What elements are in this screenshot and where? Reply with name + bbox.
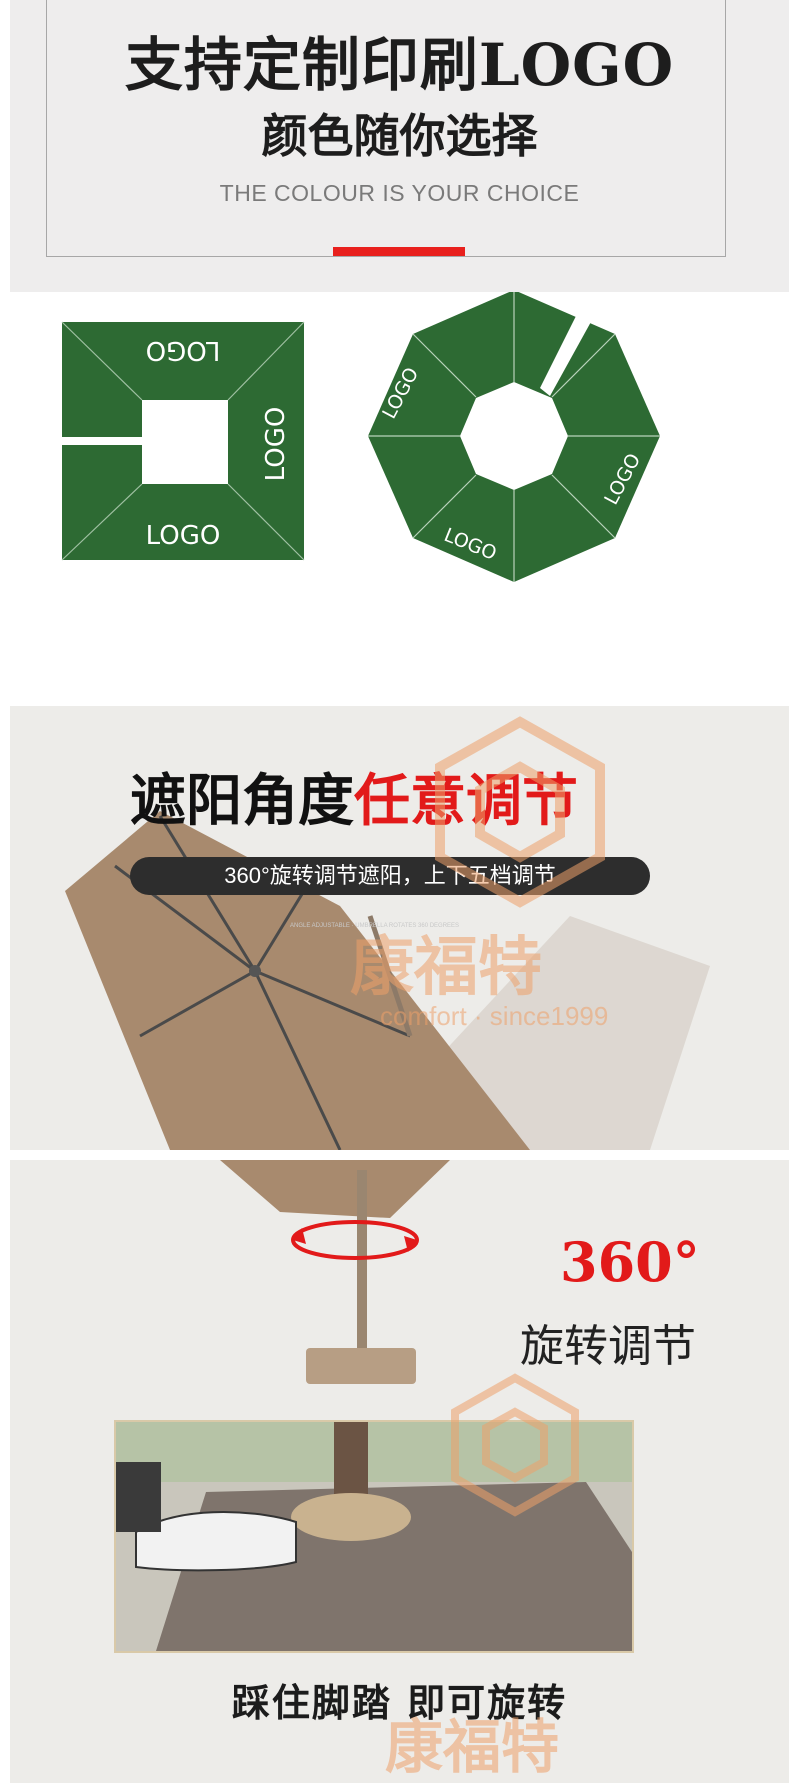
headline-part-black: 遮阳角度: [130, 768, 354, 834]
square-canopy-diagram: LOGO LOGO LOGO: [61, 321, 305, 561]
square-seam: [61, 483, 143, 561]
rotation-degrees: 360°: [560, 1230, 700, 1294]
square-logo-bottom: LOGO: [146, 521, 221, 551]
sneaker-icon: [135, 1511, 297, 1572]
octagon-canopy-hole: [460, 382, 568, 490]
watermark-slogan: comfort · since1999: [380, 1001, 609, 1031]
umbrella-pole: [357, 1170, 367, 1360]
square-canopy-hole: [142, 400, 228, 484]
angle-adjust-section: 遮阳角度任意调节 360°旋转调节遮阳，上下五档调节 ANGLE ADJUSTA…: [10, 706, 789, 1150]
headline-colour-choice: 颜色随你选择: [261, 109, 538, 163]
rotation-illustration: [220, 1160, 450, 1384]
watermark-brand: 康福特: [350, 931, 542, 1005]
square-logo-right: LOGO: [261, 407, 291, 482]
trouser: [116, 1462, 161, 1532]
umbrella-rib: [253, 880, 312, 972]
canopy-diagrams: LOGO LOGO LOGO LOGO LOGO LOGO: [61, 292, 660, 582]
headline-custom-logo: 支持定制印刷LOGO: [124, 31, 675, 99]
octagon-canopy-slit: [540, 312, 592, 396]
umbrella-hub: [249, 965, 261, 977]
header-frame: [46, 0, 726, 257]
watermark-brand-2: 康福特: [385, 1713, 560, 1781]
rotation-label: 旋转调节: [520, 1321, 696, 1372]
english-subtitle: THE COLOUR IS YOUR CHOICE: [219, 180, 580, 206]
square-canopy-slit: [62, 437, 142, 445]
logo-header-section: 支持定制印刷LOGO 颜色随你选择 THE COLOUR IS YOUR CHO…: [10, 0, 789, 292]
pedal-collar: [291, 1493, 411, 1541]
square-seam: [227, 483, 305, 561]
umbrella-illustration: [65, 811, 710, 1150]
square-seam: [61, 321, 143, 401]
umbrella-base: [306, 1348, 416, 1384]
foot-pedal-photo: [114, 1420, 634, 1653]
red-accent-bar: [333, 247, 465, 256]
octagon-seam: [412, 333, 477, 398]
angle-headline: 遮阳角度任意调节: [130, 756, 578, 837]
square-seam: [227, 321, 305, 401]
umbrella-rib: [139, 969, 256, 1038]
foot-pedal-illustration: [116, 1422, 632, 1651]
faded-umbrella-canopy: [440, 916, 710, 1150]
tiny-caption: ANGLE ADJUSTABLE · UMBRELLA ROTATES 360 …: [290, 923, 460, 929]
feature-pill: 360°旋转调节遮阳，上下五档调节: [130, 857, 650, 895]
octagon-seam: [412, 474, 477, 539]
umbrella-arm: [367, 915, 413, 1037]
octagon-seam: [551, 333, 616, 398]
rotation-section: 360° 旋转调节 踩住脚踏 即可旋转 康福特: [10, 1160, 789, 1783]
octagon-seam: [551, 474, 616, 539]
square-logo-top: LOGO: [146, 335, 221, 365]
rotation-arrowhead-icon: [293, 1228, 306, 1244]
canopy-diagram-section: LOGO LOGO LOGO LOGO LOGO LOGO: [10, 292, 789, 696]
umbrella-rib: [253, 970, 342, 1150]
umbrella-canopy: [65, 811, 530, 1150]
octagon-canopy-diagram: LOGO LOGO LOGO: [368, 292, 660, 582]
umbrella-rib: [254, 969, 411, 1038]
pedal-caption: 踩住脚踏 即可旋转: [231, 1680, 568, 1725]
rotation-arrow-icon: [291, 1220, 419, 1260]
headline-part-red: 任意调节: [354, 768, 578, 834]
umbrella-canopy-lower: [220, 1160, 450, 1218]
rotation-arrowhead-icon: [404, 1236, 417, 1252]
